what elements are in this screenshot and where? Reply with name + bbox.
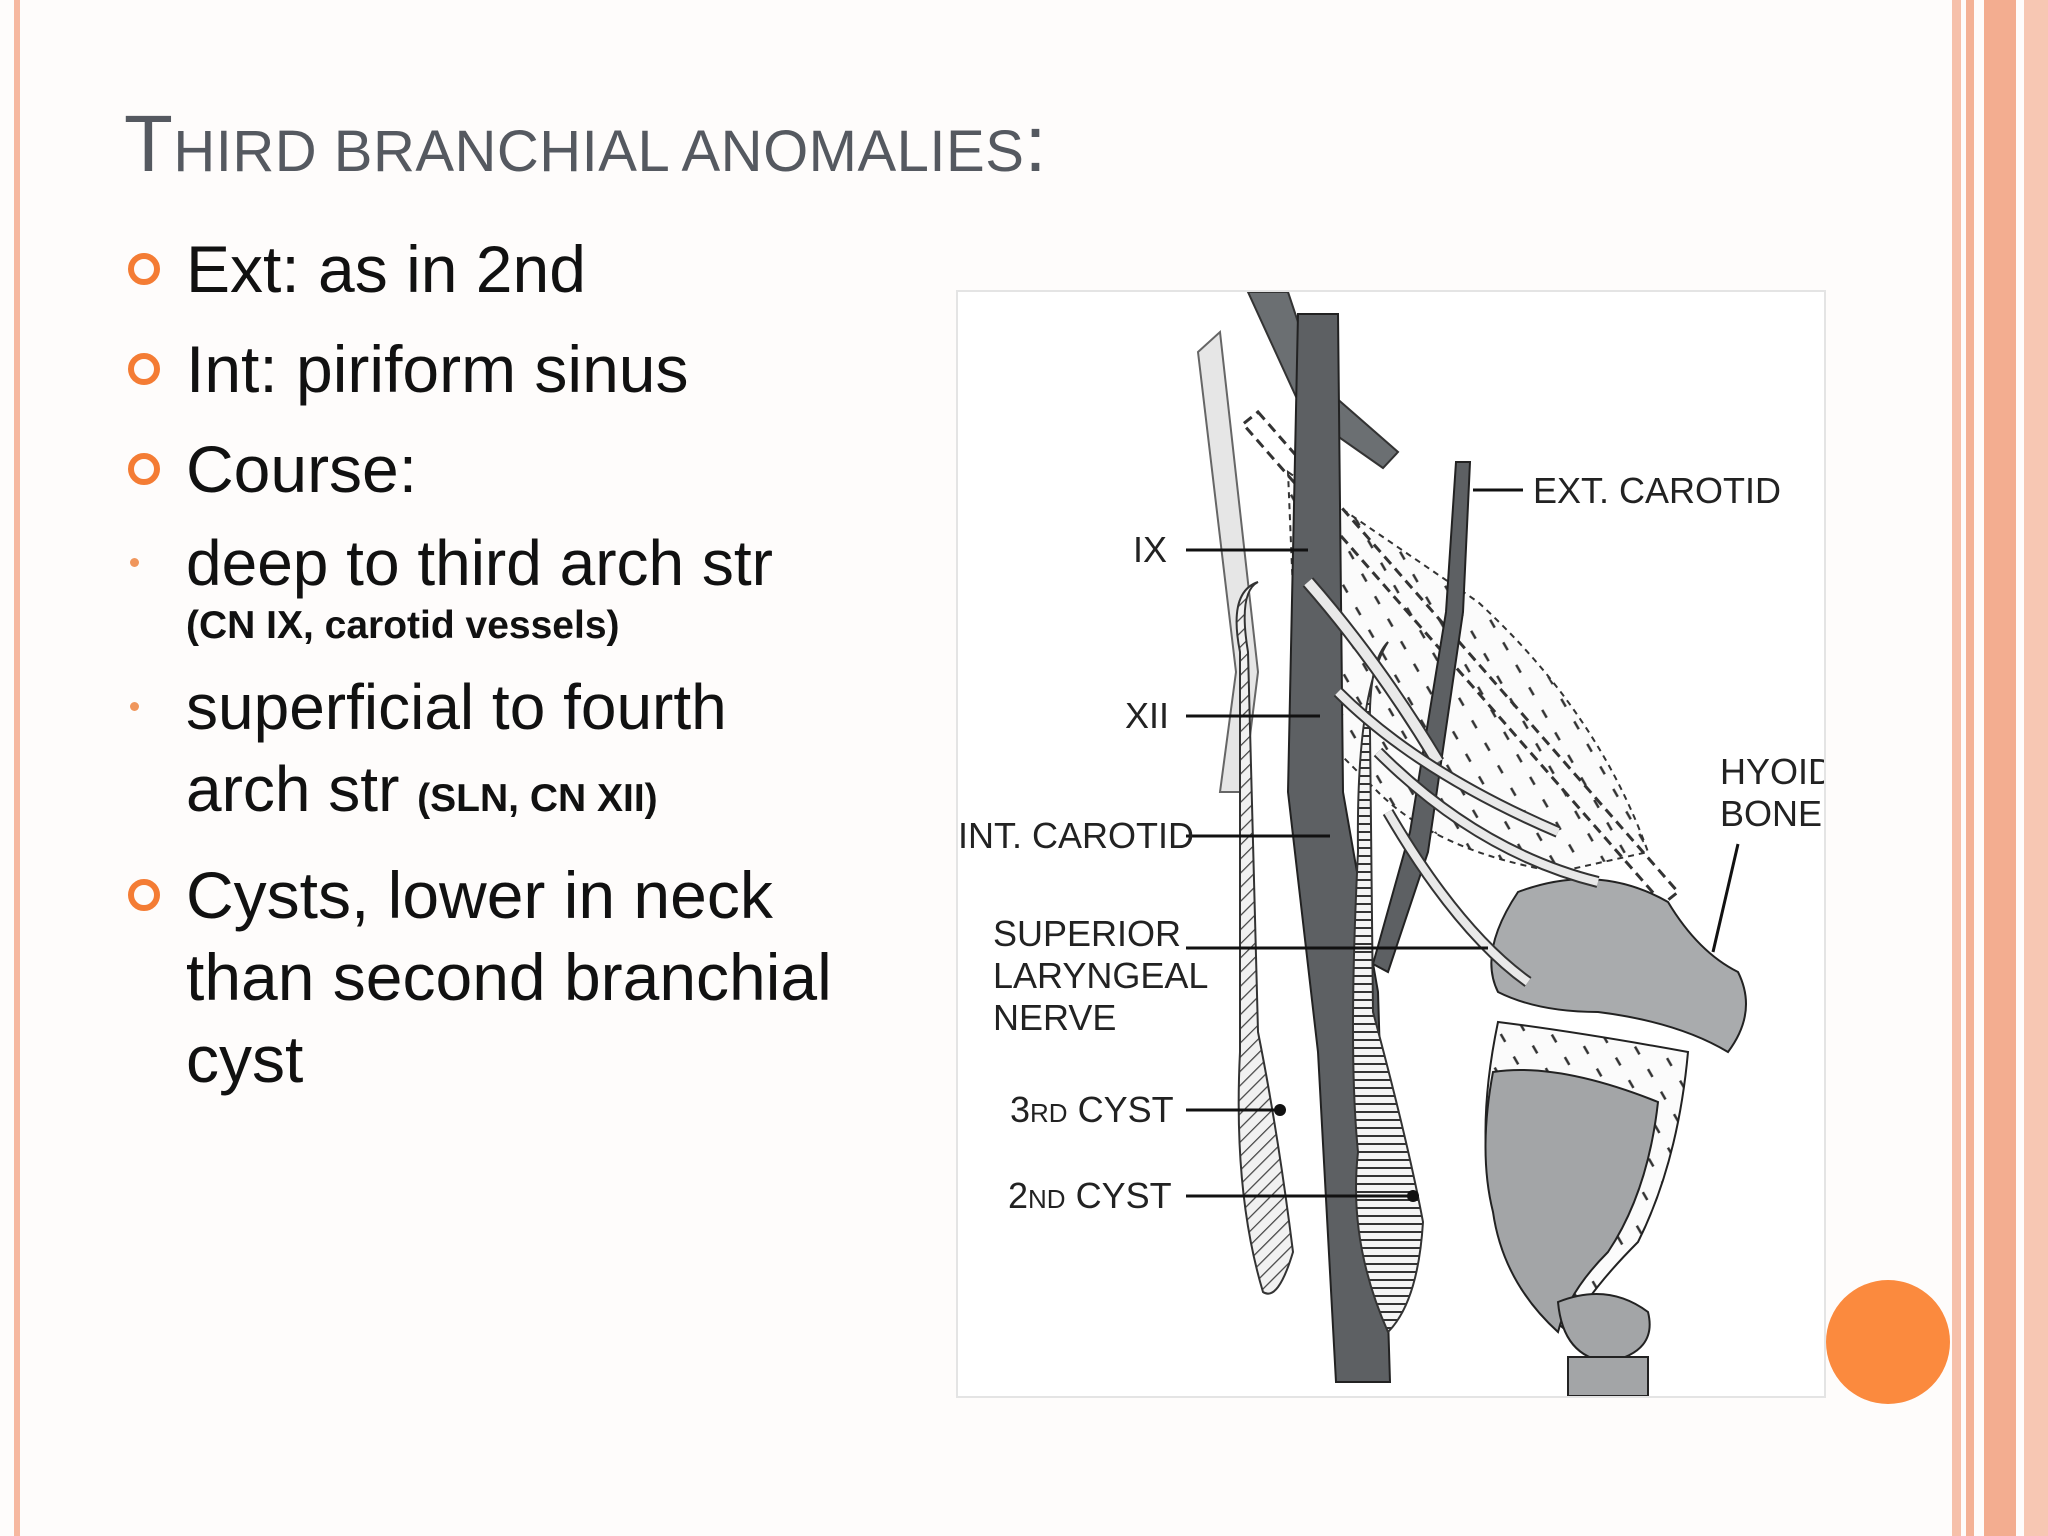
bullet-course: Course: (124, 428, 884, 510)
third-cyst-marker (1274, 1104, 1286, 1116)
sub-bullet-deep-text: deep to third arch str (186, 527, 773, 599)
slide-title: THIRD BRANCHIAL ANOMALIES: (124, 98, 1047, 190)
right-border-stripe-1 (1952, 0, 1961, 1536)
title-end: : (1024, 99, 1048, 188)
sub-bullet-superficial: superficial to fourth arch str (SLN, CN … (124, 666, 884, 840)
right-border-stripe-2 (1966, 0, 1974, 1536)
label-sln-1: SUPERIOR (993, 913, 1181, 954)
title-initial: T (124, 99, 174, 188)
left-border-stripe (14, 0, 20, 1536)
label-ix: IX (1133, 529, 1167, 570)
nerve-branch-2-fill (1335, 689, 1560, 836)
bullet-ext: Ext: as in 2nd (124, 228, 884, 310)
bullet-int-text: Int: piriform sinus (186, 332, 689, 406)
hyoid-bone (1490, 878, 1747, 1054)
label-hyoid-2: BONE (1720, 793, 1822, 834)
cartilage-body (1484, 1069, 1660, 1334)
ring-bullet-icon (128, 879, 160, 911)
label-xii: XII (1125, 695, 1169, 736)
right-border-stripe-4 (2024, 0, 2048, 1536)
dot-bullet-icon (130, 558, 139, 567)
bullet-list: Ext: as in 2nd Int: piriform sinus Cours… (124, 228, 884, 1118)
cricoid-cartilage (1556, 1293, 1651, 1364)
ring-bullet-icon (128, 353, 160, 385)
sub-bullet-deep-detail: (CN IX, carotid vessels) (186, 604, 620, 647)
sub-bullet-superficial-detail: (SLN, CN XII) (417, 777, 658, 820)
leader-hyoid (1711, 843, 1740, 953)
second-cyst-tract (1352, 641, 1425, 1334)
label-int-carotid: INT. CAROTID (958, 815, 1194, 856)
decorative-orange-circle (1826, 1280, 1950, 1404)
sln-branch-fill (1384, 809, 1531, 986)
bullet-cysts-text: Cysts, lower in neck than second branchi… (186, 858, 832, 1096)
right-border-stripe-3 (1984, 0, 2016, 1536)
bullet-int: Int: piriform sinus (124, 328, 884, 410)
nerve-branch-3-fill (1375, 749, 1599, 886)
label-ext-carotid: EXT. CAROTID (1533, 470, 1781, 511)
dot-bullet-icon (130, 702, 139, 711)
sub-bullet-deep: deep to third arch str (CN IX, carotid v… (124, 522, 884, 652)
second-cyst-marker (1407, 1190, 1419, 1202)
label-hyoid-1: HYOID (1720, 751, 1824, 792)
title-rest: HIRD BRANCHIAL ANOMALIES (173, 119, 1025, 184)
bullet-course-text: Course: (186, 432, 418, 506)
label-sln-2: LARYNGEAL (993, 955, 1208, 996)
ring-bullet-icon (128, 453, 160, 485)
ring-bullet-icon (128, 253, 160, 285)
anatomy-diagram: EXT. CAROTID IX XII HYOID BONE INT. CARO… (958, 292, 1824, 1396)
nerve-branch-1-fill (1304, 578, 1443, 765)
trachea (1567, 1356, 1649, 1396)
bullet-ext-text: Ext: as in 2nd (186, 232, 586, 306)
sub-bullet-superficial-text-2: arch str (186, 753, 400, 825)
anatomy-figure: EXT. CAROTID IX XII HYOID BONE INT. CARO… (956, 290, 1826, 1398)
sub-bullet-superficial-text-1: superficial to fourth (186, 671, 727, 743)
third-cyst-tract (1235, 581, 1295, 1295)
bullet-cysts: Cysts, lower in neck than second branchi… (124, 854, 884, 1100)
label-sln-3: NERVE (993, 997, 1116, 1038)
